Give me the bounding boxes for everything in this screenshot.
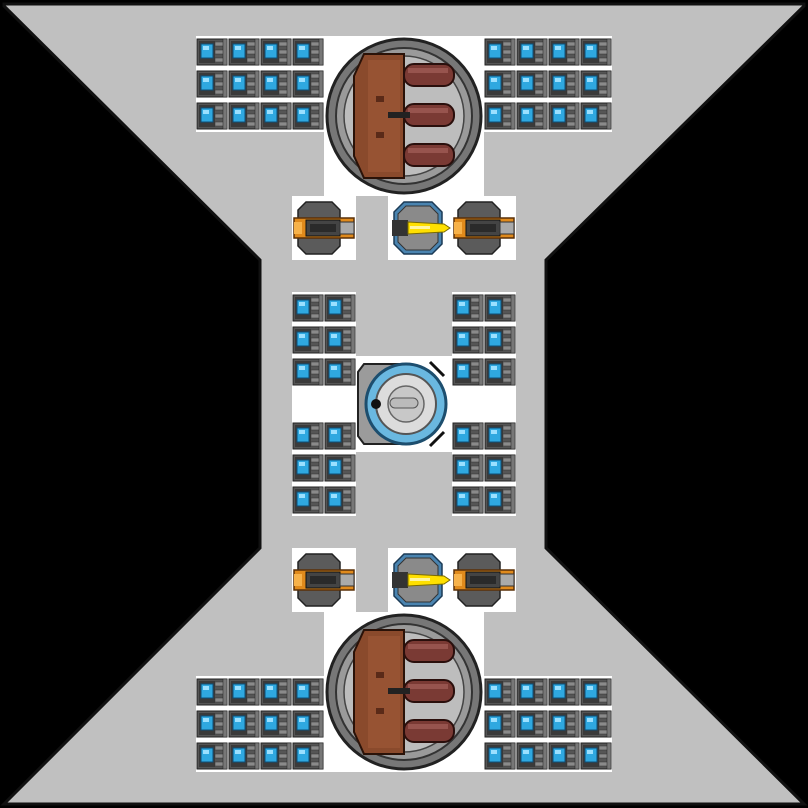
bottom-battery-2-0a[interactable] xyxy=(196,740,228,772)
mid-left-upper-battery-1b[interactable] xyxy=(324,324,356,356)
mid-right-lower-battery-0a[interactable] xyxy=(452,420,484,452)
mid-right-lower-battery-2a[interactable] xyxy=(452,484,484,516)
bottom-battery-1-0a[interactable] xyxy=(196,708,228,740)
bottom-battery-1-2b[interactable] xyxy=(516,708,548,740)
bottom-battery-1-0b[interactable] xyxy=(228,708,260,740)
bottom-battery-1-1b[interactable] xyxy=(292,708,324,740)
top-thruster-engine[interactable] xyxy=(324,36,484,196)
mid-right-upper-battery-1b[interactable] xyxy=(484,324,516,356)
top-battery-2-2b[interactable] xyxy=(516,100,548,132)
top-battery-0-2b[interactable] xyxy=(516,36,548,68)
bottom-laser[interactable] xyxy=(388,548,452,612)
bottom-battery-1-3a[interactable] xyxy=(548,708,580,740)
mid-left-lower-battery-2a[interactable] xyxy=(292,484,324,516)
bottom-battery-2-3a[interactable] xyxy=(548,740,580,772)
top-battery-2-0a[interactable] xyxy=(196,100,228,132)
top-battery-2-3a[interactable] xyxy=(548,100,580,132)
bottom-battery-0-1a[interactable] xyxy=(260,676,292,708)
top-left-cannon[interactable] xyxy=(292,196,356,260)
top-laser[interactable] xyxy=(388,196,452,260)
top-battery-1-2a[interactable] xyxy=(484,68,516,100)
bottom-battery-0-3a[interactable] xyxy=(548,676,580,708)
bottom-battery-0-0a[interactable] xyxy=(196,676,228,708)
top-battery-2-3b[interactable] xyxy=(580,100,612,132)
mid-right-lower-battery-2b[interactable] xyxy=(484,484,516,516)
top-battery-0-0a[interactable] xyxy=(196,36,228,68)
mid-right-upper-battery-0a[interactable] xyxy=(452,292,484,324)
top-battery-1-0b[interactable] xyxy=(228,68,260,100)
mid-left-lower-battery-0a[interactable] xyxy=(292,420,324,452)
top-battery-0-3a[interactable] xyxy=(548,36,580,68)
bottom-battery-2-0b[interactable] xyxy=(228,740,260,772)
mid-right-upper-battery-1a[interactable] xyxy=(452,324,484,356)
bottom-battery-0-1b[interactable] xyxy=(292,676,324,708)
top-battery-0-2a[interactable] xyxy=(484,36,516,68)
bottom-battery-2-2b[interactable] xyxy=(516,740,548,772)
mid-left-upper-battery-0a[interactable] xyxy=(292,292,324,324)
top-battery-0-1b[interactable] xyxy=(292,36,324,68)
mid-right-lower-battery-1b[interactable] xyxy=(484,452,516,484)
mid-left-upper-battery-0b[interactable] xyxy=(324,292,356,324)
mid-left-lower-battery-2b[interactable] xyxy=(324,484,356,516)
mid-left-lower-battery-1b[interactable] xyxy=(324,452,356,484)
top-battery-1-1a[interactable] xyxy=(260,68,292,100)
bottom-battery-1-1a[interactable] xyxy=(260,708,292,740)
bottom-battery-2-1b[interactable] xyxy=(292,740,324,772)
bottom-battery-2-3b[interactable] xyxy=(580,740,612,772)
bottom-thruster-engine[interactable] xyxy=(324,612,484,772)
bottom-battery-2-1a[interactable] xyxy=(260,740,292,772)
top-right-cannon[interactable] xyxy=(452,196,516,260)
mid-right-upper-battery-2a[interactable] xyxy=(452,356,484,388)
top-battery-1-3a[interactable] xyxy=(548,68,580,100)
bottom-left-cannon[interactable] xyxy=(292,548,356,612)
bottom-battery-1-2a[interactable] xyxy=(484,708,516,740)
mid-right-upper-battery-2b[interactable] xyxy=(484,356,516,388)
mid-left-upper-battery-1a[interactable] xyxy=(292,324,324,356)
top-battery-2-1a[interactable] xyxy=(260,100,292,132)
bottom-battery-1-3b[interactable] xyxy=(580,708,612,740)
shield-core[interactable] xyxy=(356,356,452,452)
top-battery-1-2b[interactable] xyxy=(516,68,548,100)
mid-right-upper-battery-0b[interactable] xyxy=(484,292,516,324)
mid-right-lower-battery-1a[interactable] xyxy=(452,452,484,484)
top-battery-0-0b[interactable] xyxy=(228,36,260,68)
mid-left-lower-battery-1a[interactable] xyxy=(292,452,324,484)
top-battery-1-0a[interactable] xyxy=(196,68,228,100)
mid-right-lower-battery-0b[interactable] xyxy=(484,420,516,452)
top-battery-2-0b[interactable] xyxy=(228,100,260,132)
mid-left-upper-battery-2a[interactable] xyxy=(292,356,324,388)
mid-left-upper-battery-2b[interactable] xyxy=(324,356,356,388)
bottom-battery-0-0b[interactable] xyxy=(228,676,260,708)
bottom-battery-2-2a[interactable] xyxy=(484,740,516,772)
top-battery-2-2a[interactable] xyxy=(484,100,516,132)
top-battery-2-1b[interactable] xyxy=(292,100,324,132)
bottom-battery-0-2a[interactable] xyxy=(484,676,516,708)
bottom-battery-0-2b[interactable] xyxy=(516,676,548,708)
top-battery-1-1b[interactable] xyxy=(292,68,324,100)
top-battery-0-3b[interactable] xyxy=(580,36,612,68)
bottom-battery-0-3b[interactable] xyxy=(580,676,612,708)
bottom-right-cannon[interactable] xyxy=(452,548,516,612)
mid-left-lower-battery-0b[interactable] xyxy=(324,420,356,452)
top-battery-0-1a[interactable] xyxy=(260,36,292,68)
top-battery-1-3b[interactable] xyxy=(580,68,612,100)
